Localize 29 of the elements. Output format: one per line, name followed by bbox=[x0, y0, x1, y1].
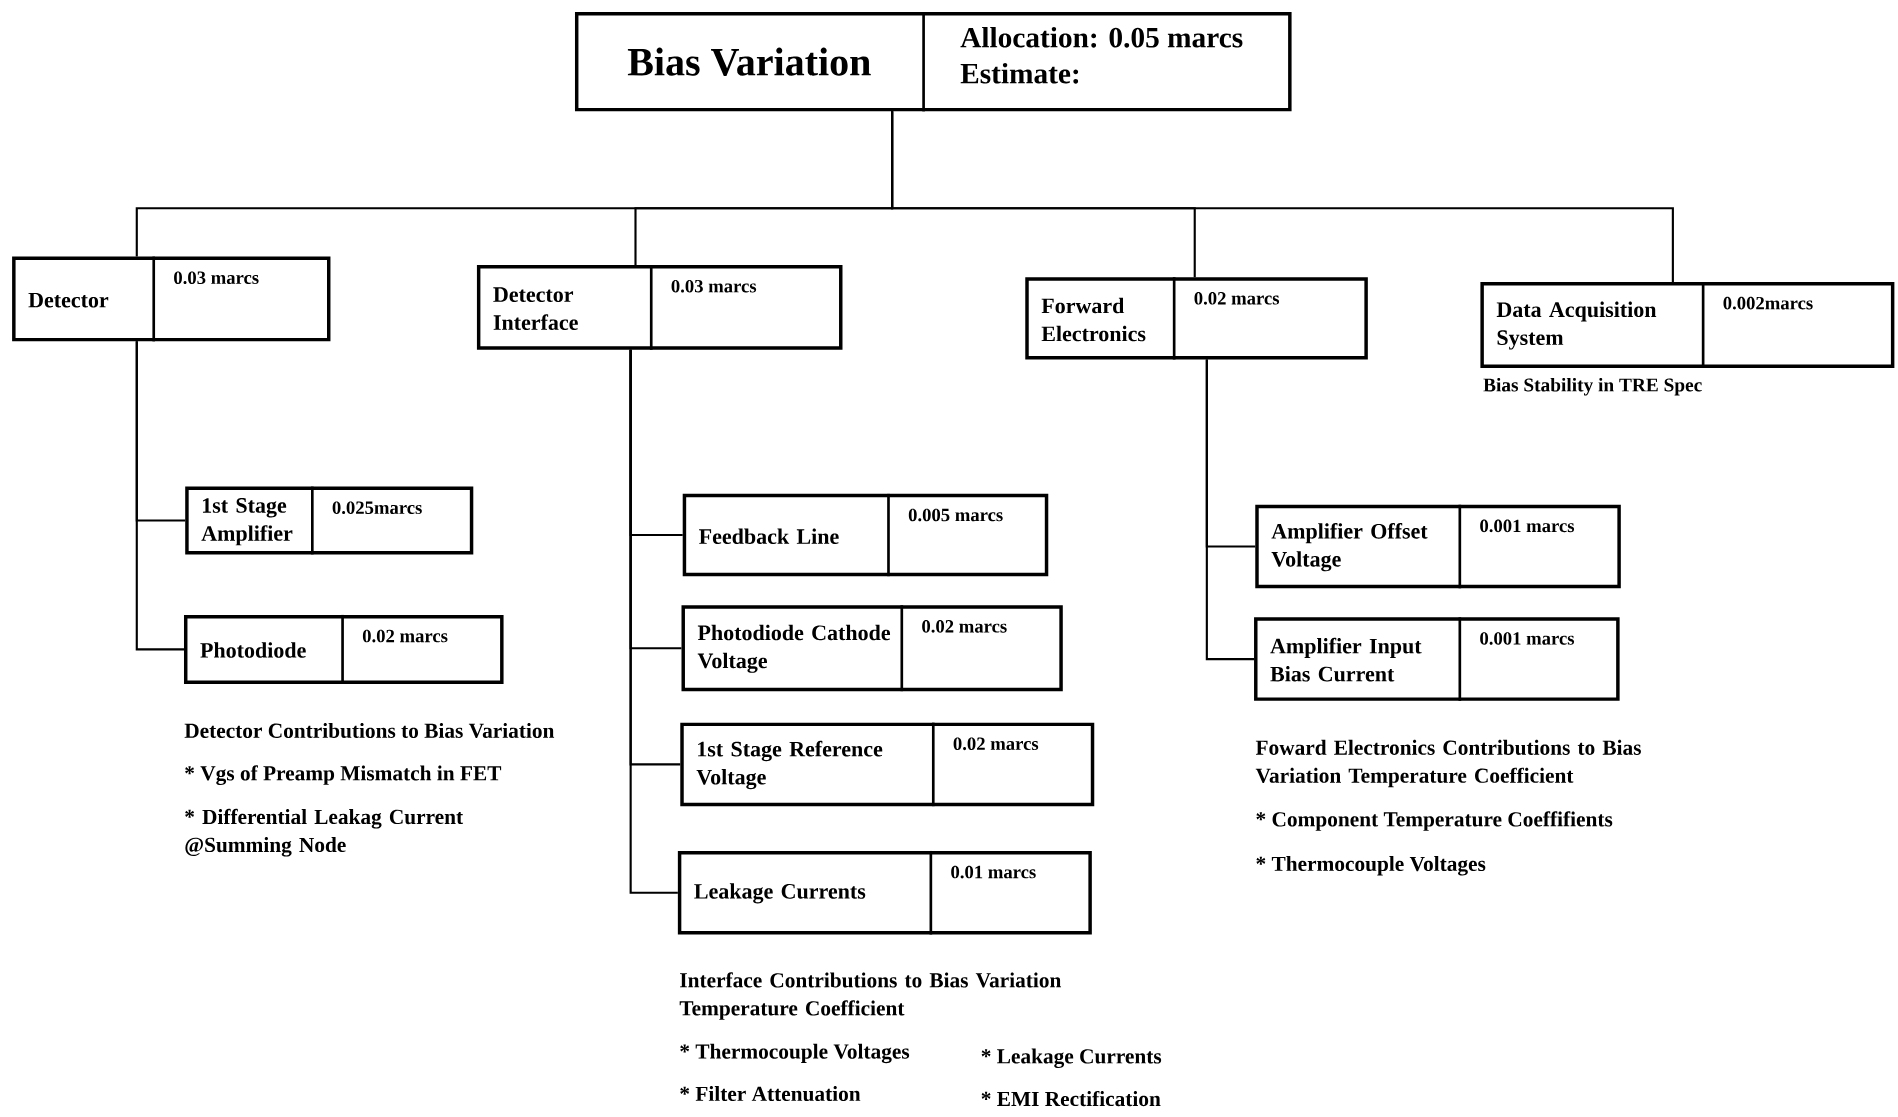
allocation-box: Data Acquisition System 0.002marcs Bias Stability in TRE Spec bbox=[1480, 281, 1895, 396]
note-text: * Differential Leakag Current @Summing Node bbox=[185, 808, 464, 857]
note-text: * Component Temperature Coeffifients bbox=[1256, 811, 1613, 831]
connector-line bbox=[1205, 359, 1255, 661]
note-text: * Thermocouple Voltages bbox=[1256, 855, 1486, 876]
allocation-box: Forward Electronics 0.02 marcs bbox=[1025, 277, 1368, 360]
note-text: Detector Contributions to Bias Variation bbox=[184, 722, 555, 738]
note-text: Interface Contributions to Bias Variation Temperature Coefficient bbox=[679, 972, 1062, 1020]
note-text: * Leakage Currents bbox=[981, 1048, 1162, 1068]
allocation-box: Detector 0.03 marcs bbox=[12, 256, 331, 342]
allocation-box: Bias Variation Allocation: 0.05 marcs Estimate: bbox=[574, 11, 1292, 112]
connector-line bbox=[135, 341, 184, 651]
note-text: * EMI Rectification bbox=[981, 1090, 1161, 1106]
allocation-box: Photodiode Cathode Voltage 0.02 marcs bbox=[681, 605, 1063, 692]
note-text: * Vgs of Preamp Mismatch in FET bbox=[185, 765, 502, 785]
allocation-box: 1st Stage Reference Voltage 0.02 marcs bbox=[680, 722, 1095, 807]
allocation-box: Feedback Line 0.005 marcs bbox=[682, 493, 1049, 577]
connector-line bbox=[629, 349, 678, 894]
note-text: * Thermocouple Voltages bbox=[680, 1043, 910, 1064]
allocation-box: Photodiode 0.02 marcs bbox=[184, 614, 504, 684]
allocation-box: Leakage Currents 0.01 marcs bbox=[677, 850, 1092, 935]
allocation-box: Detector Interface 0.03 marcs bbox=[476, 264, 843, 350]
node-label: Bias Stability in TRE Spec bbox=[1483, 377, 1702, 396]
allocation-box: 1st Stage Amplifier 0.025marcs bbox=[185, 486, 474, 555]
connector-line bbox=[891, 111, 1674, 282]
note-text: * Filter Attenuation bbox=[680, 1085, 861, 1101]
allocation-box: Amplifier Input Bias Current 0.001 marcs bbox=[1254, 617, 1620, 701]
allocation-box: Amplifier Offset Voltage 0.001 marcs bbox=[1255, 504, 1621, 589]
note-text: Foward Electronics Contributions to Bias Variation Temperature Coefficient bbox=[1255, 739, 1641, 788]
